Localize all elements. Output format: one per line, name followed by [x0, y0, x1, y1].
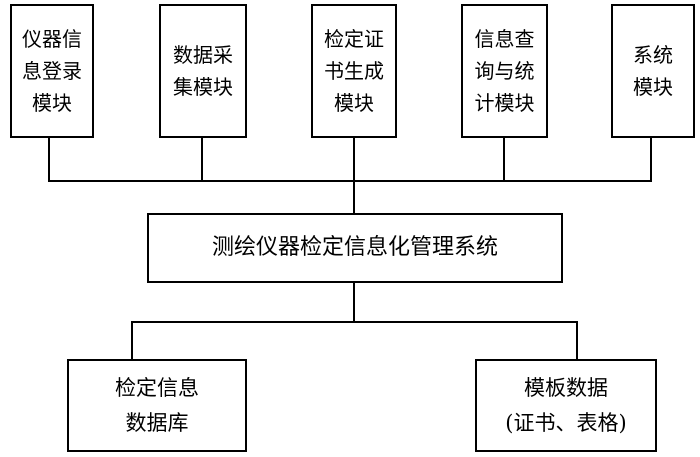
center-system-label: 测绘仪器检定信息化管理系统 [211, 234, 498, 260]
module-box-system: 系统 模块 [611, 4, 695, 138]
data-box-template-data: 模板数据 (证书、表格) [475, 359, 657, 452]
connector-center-stem [353, 283, 355, 323]
module-box-query-statistics: 信息查 询与统 计模块 [461, 4, 548, 138]
module-box-data-acquisition: 数据采 集模块 [159, 4, 247, 138]
module-label: 信息查 询与统 计模块 [474, 27, 535, 115]
module-label: 仪器信 息登录 模块 [22, 27, 82, 115]
connector-stub-module-4 [503, 137, 505, 182]
module-box-certificate-generation: 检定证 书生成 模块 [311, 4, 397, 138]
connector-stub-module-1 [48, 137, 50, 182]
data-box-verification-info-database: 检定信息 数据库 [67, 359, 247, 452]
connector-stub-module-2 [201, 137, 203, 182]
module-label: 数据采 集模块 [173, 43, 233, 99]
module-label: 系统 模块 [633, 43, 673, 99]
connector-top-bus [48, 180, 652, 182]
connector-stub-module-3-to-center [353, 137, 355, 213]
module-label: 检定证 书生成 模块 [324, 27, 384, 115]
connector-stub-module-5 [650, 137, 652, 182]
center-system-box: 测绘仪器检定信息化管理系统 [147, 213, 563, 283]
data-box-label: 检定信息 数据库 [115, 375, 199, 435]
connector-stub-database [131, 321, 133, 359]
module-box-instrument-info-register: 仪器信 息登录 模块 [10, 4, 94, 138]
connector-stub-template [576, 321, 578, 359]
data-box-label: 模板数据 (证书、表格) [505, 375, 627, 435]
connector-bottom-bus [131, 321, 578, 323]
